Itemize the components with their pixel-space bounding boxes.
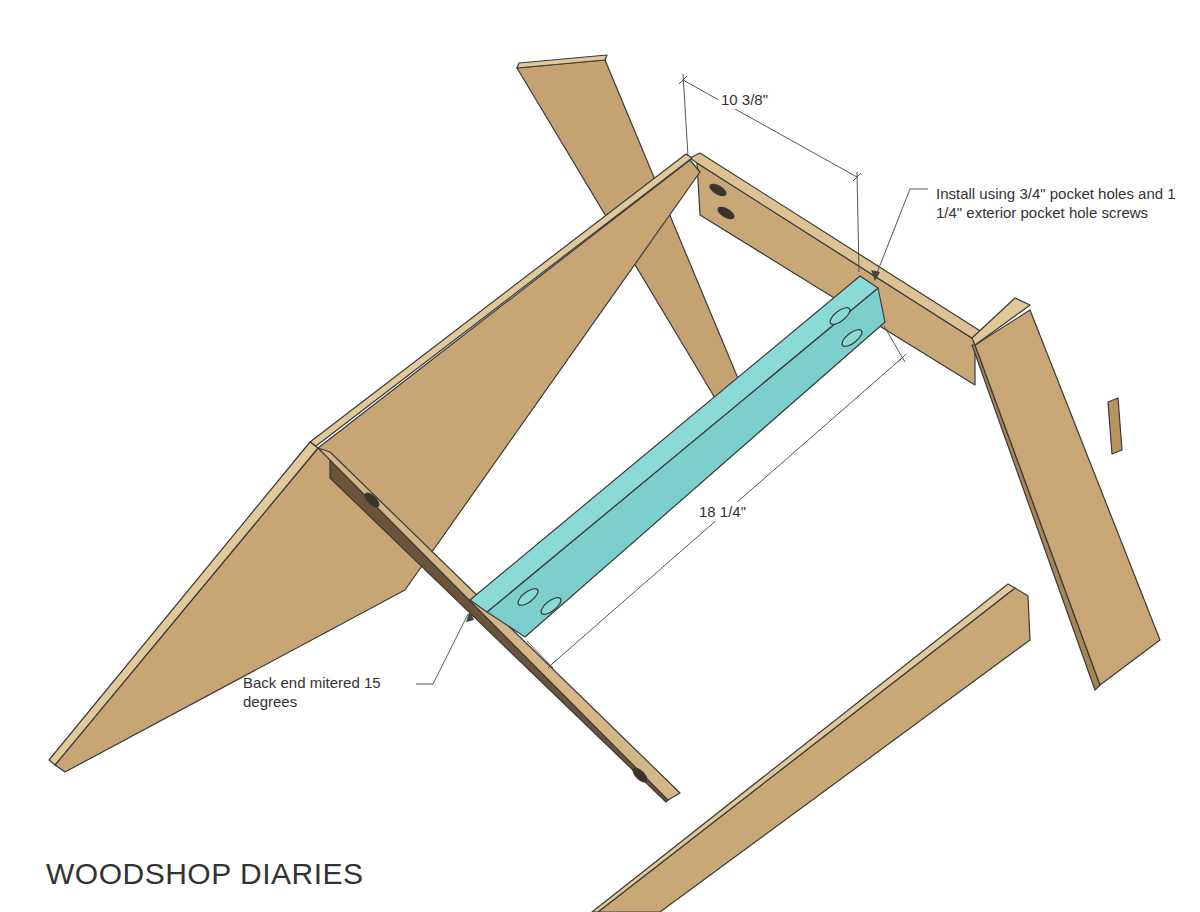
left-side-panel (55, 160, 700, 772)
arrowhead (871, 270, 880, 281)
pocket-hole (839, 327, 864, 350)
right-side-panel (598, 588, 1030, 912)
dimension-label: 10 3/8" (718, 91, 808, 110)
dimension-line (683, 80, 857, 177)
front-leg (975, 310, 1160, 685)
callout-note-text: Install using 3/4" pocket holes and 1 1/… (936, 185, 1176, 221)
callout-note-text: Back end mitered 15 degrees (243, 674, 381, 710)
tick (679, 76, 687, 84)
pocket-hole (708, 182, 728, 198)
back-leg-end (517, 55, 607, 68)
pocket-hole (716, 205, 736, 221)
left-panel-edge (49, 442, 318, 765)
left-panel-edge (310, 154, 692, 446)
dimension-label-text: 10 3/8" (718, 90, 771, 109)
back-rail-top (690, 153, 985, 340)
callout-note: Install using 3/4" pocket holes and 1 1/… (936, 185, 1186, 223)
extension-line (857, 172, 859, 272)
extension-line (683, 74, 688, 156)
leader-line (875, 189, 928, 278)
pocket-hole (363, 491, 381, 509)
dimension-label: 18 1/4" (696, 503, 776, 522)
watermark-text: WOODSHOP DIARIES (46, 857, 364, 890)
dimension-line (552, 358, 902, 664)
pocket-hole (538, 595, 563, 618)
front-leg-end (972, 298, 1030, 345)
arrowhead (466, 610, 474, 622)
tick (853, 173, 861, 181)
pocket-hole (515, 586, 540, 609)
stretcher-top (470, 276, 878, 612)
pocket-hole (827, 305, 852, 328)
callout-note: Back end mitered 15 degrees (243, 674, 411, 712)
leader-line (416, 614, 468, 684)
dimension-label-text: 18 1/4" (696, 502, 749, 521)
tick (898, 354, 906, 362)
stretcher-side (487, 288, 885, 637)
tick (548, 660, 556, 668)
extension-line (527, 641, 553, 668)
extension-line (884, 326, 905, 362)
right-panel-edge (592, 584, 1015, 912)
pocket-hole (631, 766, 649, 784)
leg-block (1108, 398, 1122, 454)
watermark: WOODSHOP DIARIES (46, 855, 466, 893)
